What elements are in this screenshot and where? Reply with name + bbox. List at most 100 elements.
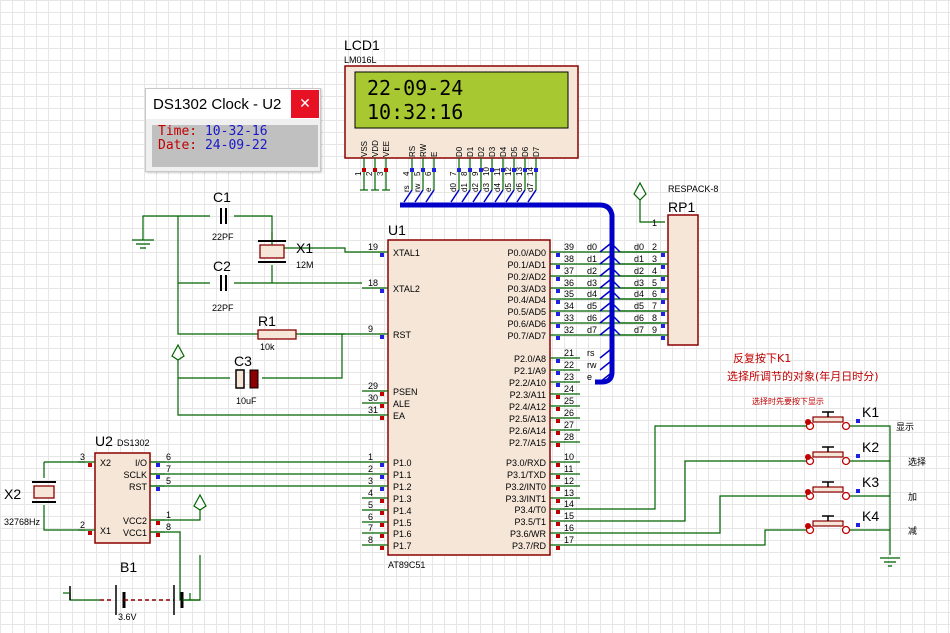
bus-tap xyxy=(425,189,435,203)
pushbutton-k2[interactable]: K2 选择 xyxy=(805,439,926,468)
ds1302-pin-number: 1 xyxy=(166,510,171,520)
pin-marker xyxy=(373,168,377,172)
capacitor-c1: C1 22PF xyxy=(212,189,234,242)
mcu-pin-name: XTAL1 xyxy=(393,248,420,258)
mcu-pin-number: 7 xyxy=(368,523,373,533)
pin-marker xyxy=(556,443,560,447)
lcd-pin-name: D1 xyxy=(466,146,475,157)
mcu-pin-number: 28 xyxy=(564,432,574,442)
pin-marker xyxy=(380,335,384,339)
lcd-reference: LCD1 xyxy=(344,37,380,53)
rp1-pin-1: 1 xyxy=(652,218,657,228)
pin-marker xyxy=(556,487,560,491)
mcu-pin-number: 10 xyxy=(564,452,574,462)
mcu-pin-name: P0.2/AD2 xyxy=(507,272,546,282)
pin-marker xyxy=(556,546,560,550)
pushbutton-k3[interactable]: K3加 xyxy=(805,474,917,503)
ds1302-pin-name: VCC2 xyxy=(123,516,147,526)
lcd-net-label: d7 xyxy=(526,183,535,192)
pin-marker xyxy=(380,253,384,257)
mcu-pin-number: 1 xyxy=(368,452,373,462)
pin-marker xyxy=(512,168,516,172)
bus-tap xyxy=(611,279,621,289)
lcd-net-label: d4 xyxy=(493,183,502,192)
rp1-net-label: d7 xyxy=(634,325,644,335)
lcd-pin-name: RW xyxy=(419,143,428,157)
pin-marker xyxy=(556,522,560,526)
mcu-pin-number: 19 xyxy=(368,242,378,252)
mcu-pin-name: P0.7/AD7 xyxy=(507,331,546,341)
pushbutton-k4[interactable]: K4减 xyxy=(805,508,917,537)
note-line-3: 选择时先要按下显示 xyxy=(752,396,824,406)
mcu-pin-name: P3.7/RD xyxy=(512,541,547,551)
time-value: 10-32-16 xyxy=(204,124,268,139)
mcu-net-label: rw xyxy=(587,360,597,370)
svg-text:32768Hz: 32768Hz xyxy=(4,517,41,527)
mcu-pin-name: P0.1/AD1 xyxy=(507,260,546,270)
note-line-1: 反复按下K1 xyxy=(733,351,791,365)
mcu-pin-name: P3.4/T0 xyxy=(514,505,546,515)
lcd-net-label: d6 xyxy=(515,183,524,192)
key-reference: K2 xyxy=(862,439,879,455)
lcd-net-label: d5 xyxy=(504,183,513,192)
bus-tap xyxy=(599,290,611,300)
ds1302-pin-name: RST xyxy=(129,482,148,492)
window-titlebar[interactable]: DS1302 Clock - U2 ✕ xyxy=(146,89,320,119)
bus-tap xyxy=(516,189,526,203)
bus-tap xyxy=(450,189,460,203)
pin-marker xyxy=(556,359,560,363)
pin-marker xyxy=(556,463,560,467)
rp1-net-label: d0 xyxy=(634,242,644,252)
mcu-pin-number: 31 xyxy=(368,405,378,415)
lcd-pin-number: 4 xyxy=(402,171,411,176)
vcc-arrow-icon xyxy=(633,181,647,201)
pin-marker xyxy=(534,168,538,172)
pin-marker xyxy=(380,511,384,515)
mcu-pin-number: 11 xyxy=(564,464,573,474)
pin-marker xyxy=(556,499,560,503)
mcu-pin-name: P2.3/A11 xyxy=(510,390,546,400)
mcu-net-label: d7 xyxy=(587,325,597,335)
pin-marker xyxy=(501,168,505,172)
lcd-pin-name: VEE xyxy=(382,141,391,157)
bus-tap xyxy=(611,290,621,300)
bus-tap xyxy=(461,189,471,203)
mcu-pin-name: P0.4/AD4 xyxy=(507,295,546,305)
pin-marker xyxy=(556,419,560,423)
mcu-pin-number: 32 xyxy=(564,325,574,335)
rp1-pin-number: 9 xyxy=(652,325,657,335)
mcu-pin-number: 24 xyxy=(564,384,574,394)
window-title: DS1302 Clock - U2 xyxy=(153,95,282,113)
ds1302-pin-name: X1 xyxy=(100,526,111,536)
pin-marker xyxy=(380,289,384,293)
ds1302-pin-name: VCC1 xyxy=(123,528,147,538)
key-label: 选择 xyxy=(908,456,926,468)
close-icon[interactable]: ✕ xyxy=(291,90,319,118)
pin-marker xyxy=(556,300,560,304)
mcu-net-label: rs xyxy=(587,348,595,358)
lcd-net-label: d3 xyxy=(482,183,491,192)
lcd-pin-number: 10 xyxy=(482,167,491,176)
mcu-pin-name: XTAL2 xyxy=(393,284,420,294)
bus-tap xyxy=(599,349,611,359)
ds1302-clock-window[interactable]: DS1302 Clock - U2 ✕ Time: 10-32-16 Date:… xyxy=(145,88,321,172)
lcd-pin-name: D0 xyxy=(455,146,464,157)
mcu-pin-number: 4 xyxy=(368,488,373,498)
lcd-pin-name: D6 xyxy=(521,146,530,157)
ds1302-pin-number: 2 xyxy=(80,520,85,530)
ds1302-pin-number: 8 xyxy=(166,522,171,532)
lcd-pin-number: 8 xyxy=(460,171,469,176)
rp1-net-label: d6 xyxy=(634,313,644,323)
bus-tap xyxy=(611,302,621,312)
bus-tap xyxy=(599,326,611,336)
mcu-pin-name: P2.4/A12 xyxy=(509,402,546,412)
mcu-net-label: d3 xyxy=(587,278,597,288)
pin-marker xyxy=(156,521,160,525)
pin-marker xyxy=(661,312,665,316)
mcu-net-label: d1 xyxy=(587,254,597,264)
crystal-x1: X1 12M xyxy=(258,232,314,270)
pin-marker xyxy=(556,371,560,375)
mcu-pin-number: 15 xyxy=(564,511,574,521)
